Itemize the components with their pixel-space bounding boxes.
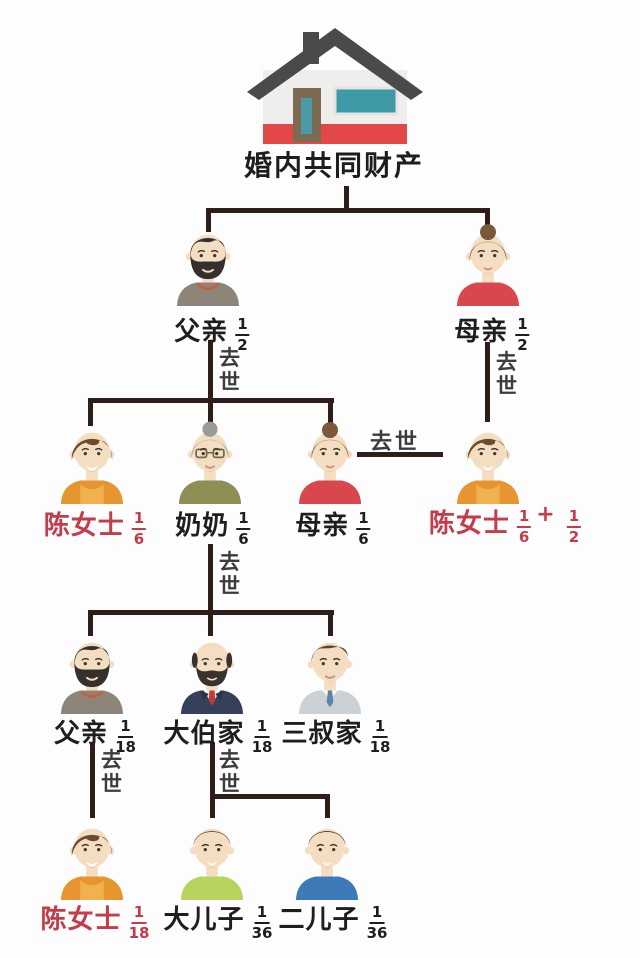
avatar-ms-chen-widow [446, 420, 530, 504]
tree-connector-line [208, 398, 213, 426]
person-name: 二儿子 [278, 905, 360, 935]
avatar-ms-chen-gen2 [50, 420, 134, 504]
tree-connector-line [344, 186, 349, 212]
avatar-father-gen3 [50, 630, 134, 714]
tree-connector-line [328, 398, 333, 426]
tree-connector-line [328, 610, 333, 636]
tree-connector-line [90, 742, 95, 818]
deceased-label: 去世 [370, 430, 421, 455]
plus-sign: + [536, 502, 555, 527]
tree-connector-line [485, 342, 490, 422]
person-name: 大伯家 [163, 719, 245, 749]
tree-connector-line [206, 208, 211, 232]
person-name: 母亲 [454, 317, 509, 347]
tree-connector-line [208, 544, 213, 614]
person-name: 大儿子 [163, 905, 245, 935]
avatar-third-uncle [288, 630, 372, 714]
person-name: 奶奶 [175, 511, 230, 541]
tree-connector-line [88, 610, 93, 636]
avatar-mother-gen1 [446, 222, 530, 306]
tree-connector-line [208, 610, 213, 636]
person-name: 三叔家 [281, 719, 363, 749]
deceased-label: 去世 [219, 346, 240, 395]
avatar-mother-gen2 [288, 420, 372, 504]
tree-connector-line [210, 794, 330, 799]
avatar-eldest-uncle [170, 630, 254, 714]
tree-connector-line [88, 398, 93, 426]
person-name: 陈女士 [40, 905, 122, 935]
tree-connector-line [325, 794, 330, 818]
avatar-eldest-son [170, 816, 254, 900]
deceased-label: 去世 [101, 748, 122, 797]
avatar-second-son [285, 816, 369, 900]
avatar-father-gen1 [166, 222, 250, 306]
deceased-label: 去世 [496, 350, 517, 399]
tree-connector-line [485, 208, 490, 232]
deceased-label: 去世 [219, 550, 240, 599]
avatar-grandma [168, 420, 252, 504]
avatar-ms-chen-gen4 [50, 816, 134, 900]
tree-connector-line [206, 208, 490, 213]
person-name: 陈女士 [428, 509, 510, 539]
person-name: 父亲 [54, 719, 109, 749]
tree-connector-line [208, 340, 213, 402]
tree-connector-line [210, 742, 215, 818]
deceased-label: 去世 [219, 748, 240, 797]
house-icon [245, 24, 425, 150]
page-title: 婚内共同财产 [243, 149, 425, 182]
person-name: 陈女士 [43, 511, 125, 541]
person-name: 母亲 [295, 511, 350, 541]
tree-connector-line [357, 452, 443, 457]
person-name: 父亲 [174, 317, 229, 347]
